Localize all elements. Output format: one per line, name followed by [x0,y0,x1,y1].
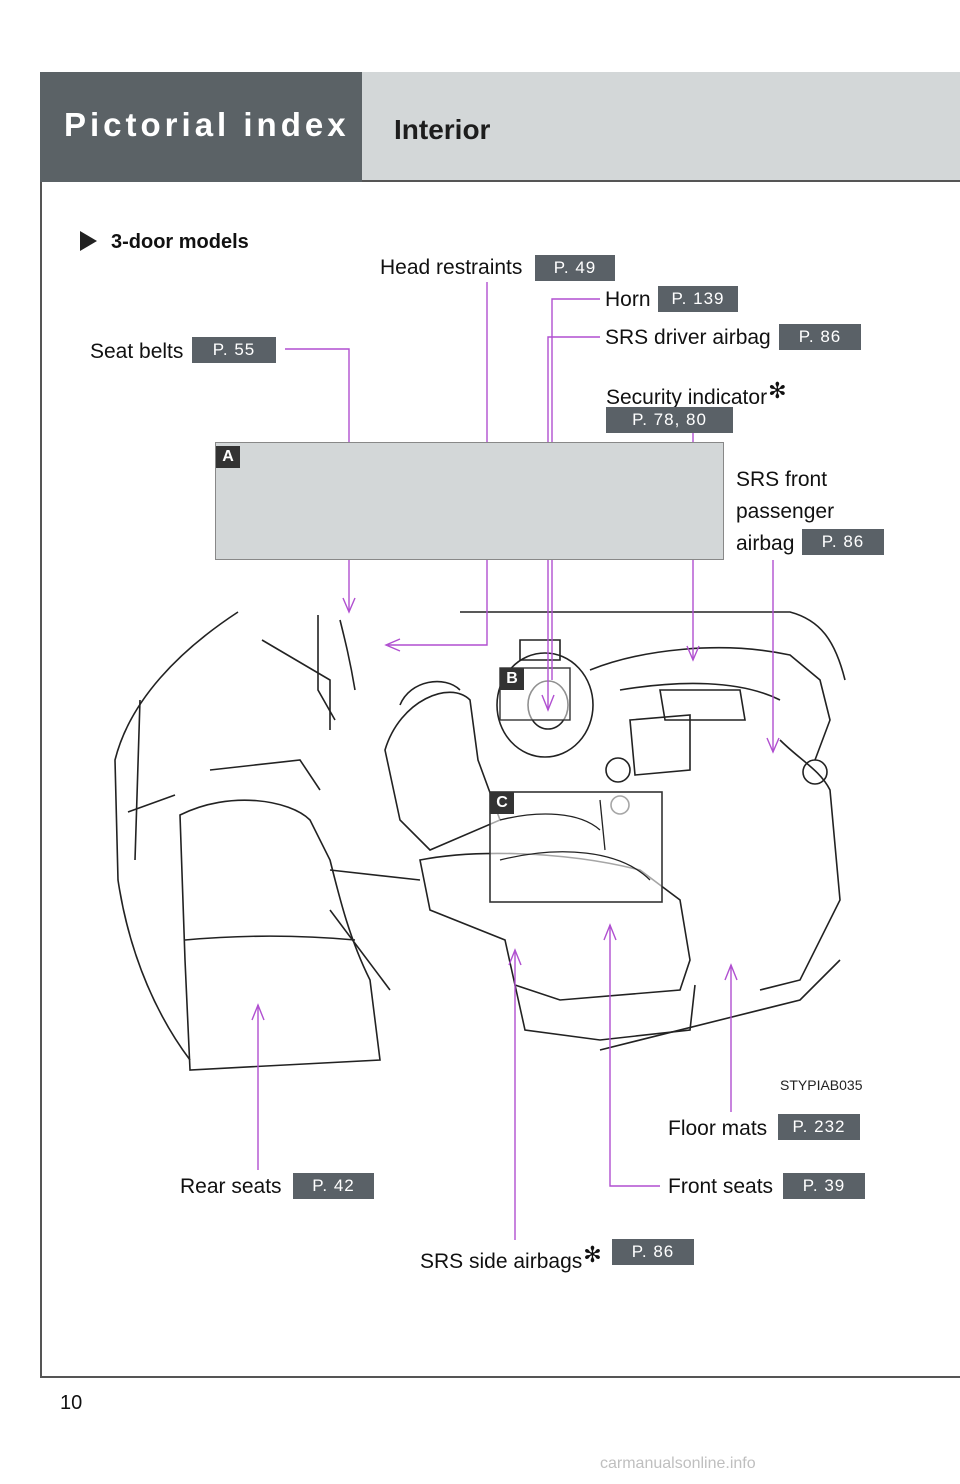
callout-horn: Horn [605,288,651,311]
callout-seat-belts: Seat belts [90,340,184,363]
watermark: carmanualsonline.info [600,1455,756,1472]
callout-srs-driver-airbag: SRS driver airbag [605,326,771,349]
page-ref-front-seats[interactable]: P. 39 [783,1173,865,1199]
callout-passenger-airbag-line2: passenger [736,500,835,523]
page-number: 10 [60,1392,83,1414]
asterisk-icon: ✻ [583,1242,602,1267]
page-title: Interior [394,114,491,145]
page-header: Interior [362,72,960,182]
inset-tag-a: A [216,446,240,468]
section-title: Pictorial index [64,106,350,143]
callout-passenger-airbag-line1: SRS front [736,468,828,491]
triangle-bullet-icon [80,231,97,251]
callout-head-restraints: Head restraints [380,256,523,279]
asterisk-icon: ✻ [768,378,787,403]
page-ref-rear-seats[interactable]: P. 42 [293,1173,374,1199]
section-header: Pictorial index [40,72,362,182]
inset-tag-b: B [500,668,524,690]
page-ref-srs-driver-airbag[interactable]: P. 86 [779,324,861,350]
callout-floor-mats: Floor mats [668,1117,768,1140]
page-ref-head-restraints[interactable]: P. 49 [535,255,615,281]
callout-front-seats: Front seats [668,1175,774,1198]
page-ref-passenger-airbag[interactable]: P. 86 [802,529,884,555]
callout-rear-seats: Rear seats [180,1175,282,1198]
callout-security-indicator: Security indicator✻ [606,378,787,409]
page-ref-security-indicator[interactable]: P. 78, 80 [606,407,733,433]
callout-passenger-airbag-line3: airbag [736,532,795,555]
model-heading: 3-door models [80,231,249,254]
inset-c-frame [489,791,663,903]
callout-srs-side-airbags: SRS side airbags✻ [420,1242,602,1273]
page-ref-seat-belts[interactable]: P. 55 [192,337,276,363]
illustration-code: STYPIAB035 [780,1077,863,1093]
page-ref-floor-mats[interactable]: P. 232 [778,1114,860,1140]
page-ref-srs-side-airbags[interactable]: P. 86 [612,1239,694,1265]
page-ref-horn[interactable]: P. 139 [658,286,738,312]
inset-tag-c: C [490,792,514,814]
inset-a-panel [215,442,724,560]
